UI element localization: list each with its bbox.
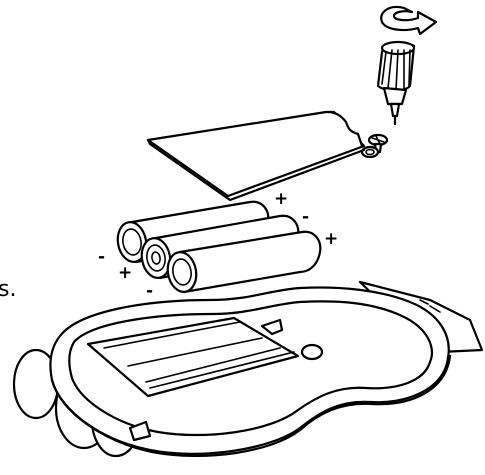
battery-cover-icon <box>148 112 378 200</box>
screwdriver-icon <box>378 42 414 124</box>
minus-mark: - <box>146 281 153 301</box>
minus-mark: - <box>98 247 105 267</box>
minus-mark: - <box>302 207 309 227</box>
device-battery-compartment-icon <box>14 282 482 456</box>
plus-mark: + <box>118 263 132 283</box>
edge-text-fragment: s. <box>0 277 16 302</box>
plus-mark: + <box>324 229 338 249</box>
rotate-arrow-icon <box>381 7 436 34</box>
plus-mark: + <box>274 189 288 209</box>
